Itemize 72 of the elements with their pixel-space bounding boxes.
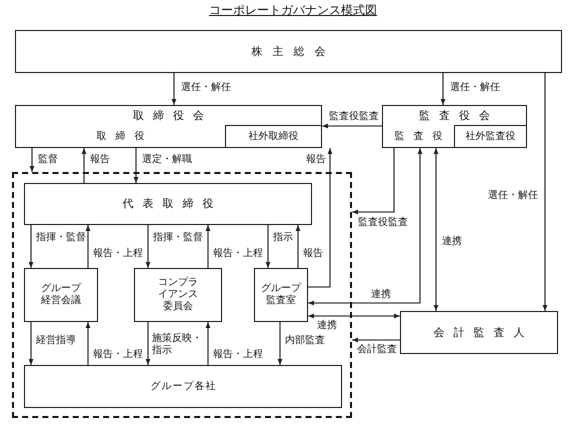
edge-label: 指揮・監督 <box>152 232 204 244</box>
edge-label: 連携 <box>316 320 338 332</box>
arrow <box>146 225 150 268</box>
node-label: 監査役会 <box>418 110 499 122</box>
node-label: 代表取締役 <box>122 198 222 210</box>
arrow <box>542 73 548 311</box>
edge-label: 報告 <box>89 154 111 166</box>
arrow <box>308 148 332 288</box>
arrow <box>28 322 34 365</box>
edge-label: 報告・上程 <box>92 248 144 260</box>
organization-box <box>134 268 222 322</box>
edge-label: 報告・上程 <box>92 349 144 361</box>
edge-label: 報告 <box>302 248 324 260</box>
double-arrow <box>308 314 400 318</box>
organization-box <box>24 183 312 225</box>
edge-label: 連携 <box>441 236 463 248</box>
double-arrow <box>308 148 422 306</box>
organization-box <box>24 365 342 408</box>
node-label: 取締役会 <box>132 110 213 122</box>
arrow <box>206 322 210 365</box>
double-arrow <box>434 148 438 311</box>
organization-box <box>254 268 308 322</box>
arrow <box>172 73 176 105</box>
arrow <box>86 225 90 268</box>
arrow <box>322 124 382 128</box>
organization-box <box>24 268 98 322</box>
arrow <box>266 225 270 268</box>
edge-label: 選定・解職 <box>141 154 193 166</box>
arrow <box>30 148 34 172</box>
node-label: グループ経営会議 <box>40 283 82 307</box>
node-label: コンプライアンス委員会 <box>157 277 199 313</box>
edge-label: 監査役監査 <box>328 111 380 123</box>
edge-label: 会計監査 <box>356 344 398 356</box>
arrow <box>296 225 300 268</box>
edge-label: 指揮・監督 <box>35 232 87 244</box>
organization-box <box>225 125 322 148</box>
edge-label: 経営指導 <box>35 335 77 347</box>
edge-label: 監査役監査 <box>357 217 409 229</box>
arrow <box>82 148 86 183</box>
edge-label: 内部監査 <box>284 335 326 347</box>
organization-box <box>400 311 558 354</box>
node-label: 社外監査役 <box>466 130 516 142</box>
arrow <box>28 225 34 268</box>
edge-label: 指示 <box>272 232 294 244</box>
arrow <box>134 148 138 183</box>
node-label: 会計監査人 <box>432 326 534 338</box>
organization-box <box>454 125 527 148</box>
edge-label: 選任・解任 <box>487 190 539 202</box>
edge-label: 報告・上程 <box>212 248 264 260</box>
organization-box <box>15 105 322 148</box>
edge-label: 報告・上程 <box>212 349 264 361</box>
arrow <box>440 73 446 105</box>
edge-label: 選任・解任 <box>449 82 501 94</box>
arrow <box>352 338 400 342</box>
node-label: 監査役 <box>394 130 452 142</box>
arrow <box>86 322 90 365</box>
diagram-title: コーポレートガバナンス模式図 <box>209 3 377 18</box>
arrow <box>206 225 210 268</box>
node-label: グループ各社 <box>150 380 216 392</box>
edge-label: 連携 <box>370 289 392 301</box>
edge-label: 選任・解任 <box>180 82 232 94</box>
organization-box <box>382 105 527 148</box>
edge-label: 監督 <box>37 154 59 166</box>
node-label: 取締役 <box>96 130 154 142</box>
edge-label: 報告 <box>305 154 327 166</box>
arrow <box>278 322 282 365</box>
arrow <box>352 148 395 214</box>
arrow <box>146 322 150 365</box>
organization-box <box>15 30 562 73</box>
node-label: 社外取締役 <box>248 130 298 142</box>
node-label: 株主総会 <box>250 46 336 58</box>
node-label: グループ監査室 <box>260 283 302 307</box>
